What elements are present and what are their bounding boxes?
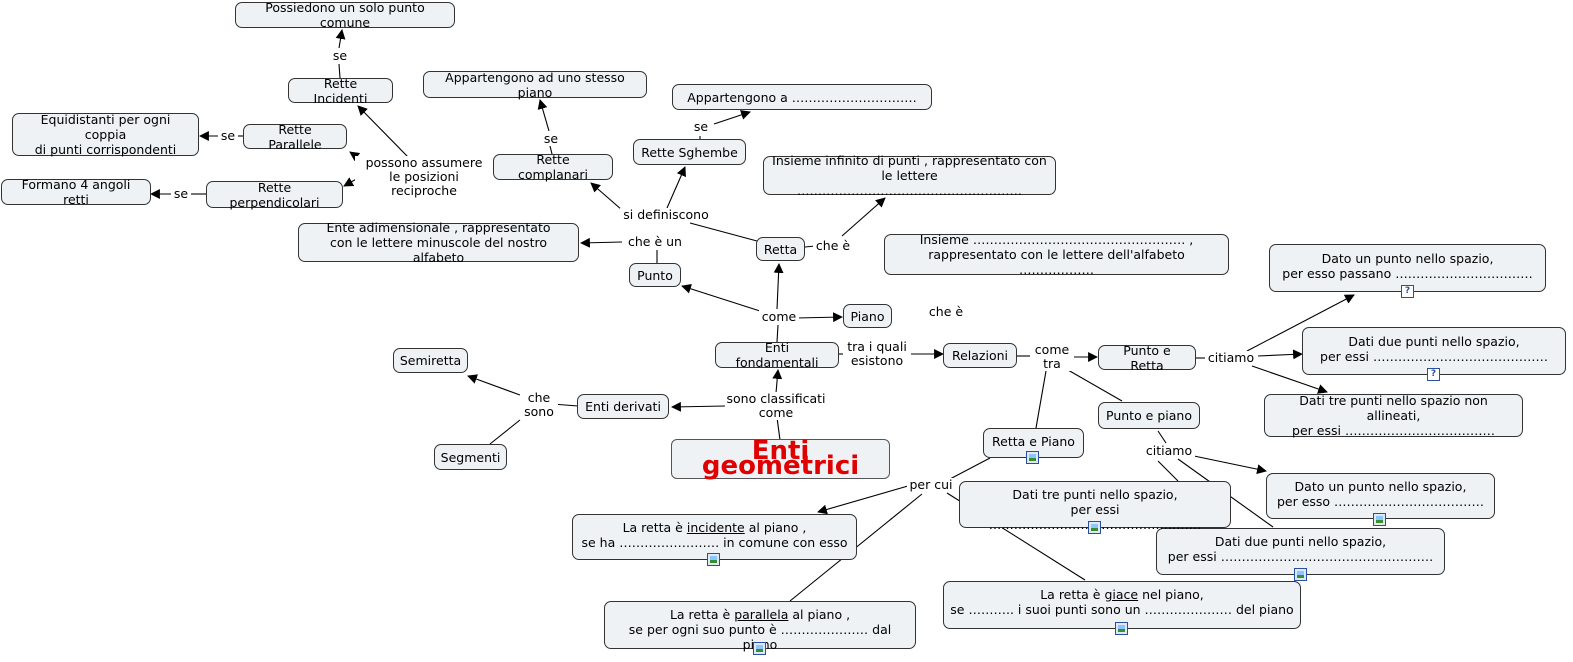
node-label: Punto e Retta	[1123, 342, 1171, 373]
node-segmenti[interactable]: Segmenti	[434, 444, 507, 470]
node-rette-parallele[interactable]: Rette Parallele	[243, 121, 347, 152]
link-label-che-sono: che sono	[520, 391, 558, 419]
image-resource-icon[interactable]	[1373, 513, 1386, 526]
link-label-se-complanari: se	[541, 132, 561, 146]
image-resource-icon[interactable]	[1115, 622, 1128, 635]
link-label-che-e-un: che è un	[623, 235, 687, 249]
node-sghembe-definition[interactable]: Appartengono a …………………………	[672, 84, 932, 110]
node-relazioni[interactable]: Relazioni	[943, 343, 1017, 368]
link-label-se-parallele: se	[218, 129, 238, 143]
node-retta-incidente[interactable]: La retta è incidente al piano , se ha ………	[572, 514, 857, 560]
node-label: Rette complanari	[518, 152, 588, 182]
node-rette-complanari[interactable]: Rette complanari	[493, 152, 613, 182]
node-retta-e-piano[interactable]: Retta e Piano	[983, 428, 1084, 458]
node-piano-definition[interactable]: Insieme …………………………………………… , rappresentat…	[884, 232, 1229, 277]
node-label: Punto e piano	[1106, 408, 1192, 423]
link-label-citiamo-retta: citiamo	[1205, 351, 1257, 365]
node-pr-dati-due-punti[interactable]: Dati due punti nello spazio, per essi ………	[1302, 327, 1566, 375]
node-punto-e-retta[interactable]: Punto e Retta	[1098, 342, 1196, 373]
link-label-come-tra: come tra	[1030, 343, 1074, 371]
node-label: Ente adimensionale , rappresentato con l…	[326, 220, 551, 265]
node-label: Rette Sghembe	[641, 144, 738, 160]
node-label: Dato un punto nello spazio, per esso pas…	[1282, 251, 1533, 281]
node-label: Dati tre punti nello spazio, per essi ………	[989, 487, 1202, 532]
node-piano[interactable]: Piano	[843, 304, 892, 328]
image-resource-icon[interactable]	[1294, 568, 1307, 581]
node-incidenti-definition[interactable]: Possiedono un solo punto comune	[235, 0, 455, 30]
node-label: La retta è parallela al piano , se per o…	[628, 607, 892, 652]
link-label-se-perpendicolari: se	[171, 187, 191, 201]
node-rette-sghembe[interactable]: Rette Sghembe	[633, 139, 746, 165]
node-label: Dati due punti nello spazio, per essi ………	[1167, 534, 1434, 564]
image-resource-icon[interactable]	[707, 553, 720, 566]
node-pp-dati-due-punti[interactable]: Dati due punti nello spazio, per essi ………	[1156, 528, 1445, 575]
link-label-si-definiscono: si definiscono	[620, 208, 712, 222]
image-resource-icon[interactable]	[753, 642, 766, 655]
node-label: Insieme …………………………………………… , rappresentat…	[919, 232, 1194, 277]
node-label: La retta è incidente al piano , se ha ………	[581, 520, 848, 550]
node-pp-dato-un-punto[interactable]: Dato un punto nello spazio, per esso …………	[1266, 473, 1495, 519]
link-label-che-e-retta: che è	[813, 239, 853, 253]
link-label-possono-assumere: possono assumere le posizioni reciproche	[355, 156, 493, 198]
node-label: Enti fondamentali	[735, 340, 819, 370]
node-pr-dato-un-punto[interactable]: Dato un punto nello spazio, per esso pas…	[1269, 244, 1546, 292]
node-label: Equidistanti per ogni coppia di punti co…	[34, 112, 177, 157]
node-label: Dati tre punti nello spazio non allineat…	[1292, 393, 1495, 438]
node-label: Rette Parallele	[268, 121, 322, 152]
node-label: Punto	[637, 267, 673, 283]
node-label: Appartengono a …………………………	[687, 89, 917, 105]
node-label: Piano	[850, 308, 885, 324]
node-perpendicolari-definition[interactable]: Formano 4 angoli retti	[1, 177, 151, 207]
node-label: Dato un punto nello spazio, per esso …………	[1276, 479, 1485, 509]
node-punto-definition[interactable]: Ente adimensionale , rappresentato con l…	[298, 220, 579, 265]
node-retta-definition[interactable]: Insieme infinito di punti , rappresentat…	[763, 153, 1056, 198]
node-label: Possiedono un solo punto comune	[265, 0, 425, 30]
link-label-se-incidenti: se	[330, 49, 350, 63]
link-label-per-cui: per cui	[907, 478, 955, 492]
node-complanari-definition[interactable]: Appartengono ad uno stesso piano	[423, 69, 647, 100]
node-parallele-definition[interactable]: Equidistanti per ogni coppia di punti co…	[12, 112, 199, 157]
link-label-se-sghembe: se	[691, 120, 711, 134]
node-label: Insieme infinito di punti , rappresentat…	[772, 153, 1047, 198]
link-label-che-e-piano: che è	[926, 305, 966, 319]
image-resource-icon[interactable]	[1026, 451, 1039, 464]
node-semiretta[interactable]: Semiretta	[393, 348, 468, 373]
node-label: Semiretta	[399, 353, 462, 368]
node-label: Retta e Piano	[992, 434, 1075, 449]
node-punto[interactable]: Punto	[629, 263, 681, 287]
node-rette-perpendicolari[interactable]: Rette perpendicolari	[206, 179, 343, 210]
node-retta-giace[interactable]: La retta è giace nel piano, se ……….. i s…	[943, 581, 1301, 629]
node-enti-fondamentali[interactable]: Enti fondamentali	[715, 340, 839, 370]
node-label: Rette perpendicolari	[229, 179, 320, 210]
link-label-come: come	[759, 310, 799, 324]
node-label: Relazioni	[951, 348, 1009, 363]
node-retta-parallela[interactable]: La retta è parallela al piano , se per o…	[604, 601, 916, 652]
node-label: Appartengono ad uno stesso piano	[445, 69, 625, 100]
node-pp-dati-tre-punti[interactable]: Dati tre punti nello spazio, per essi ………	[959, 481, 1231, 532]
page-title: Enti geometrici	[701, 436, 860, 481]
node-label: Formano 4 angoli retti	[21, 177, 131, 207]
link-label-citiamo-piano: citiamo	[1143, 444, 1195, 458]
node-enti-derivati[interactable]: Enti derivati	[577, 394, 669, 419]
node-label: Retta	[763, 241, 798, 257]
link-label-tra-i-quali-esistono: tra i quali esistono	[843, 340, 911, 368]
node-label: Rette Incidenti	[313, 75, 368, 106]
node-label: La retta è giace nel piano, se ……….. i s…	[950, 587, 1294, 617]
image-resource-icon[interactable]	[1088, 521, 1101, 534]
link-label-sono-classificati-come: sono classificati come	[725, 391, 827, 420]
node-label: Dati due punti nello spazio, per essi ………	[1320, 334, 1548, 364]
node-retta[interactable]: Retta	[756, 237, 805, 261]
title-node-enti-geometrici[interactable]: Enti geometrici	[671, 436, 890, 481]
document-resource-icon[interactable]: ?	[1427, 368, 1440, 381]
node-rette-incidenti[interactable]: Rette Incidenti	[288, 75, 393, 106]
node-label: Segmenti	[440, 449, 501, 465]
node-punto-e-piano[interactable]: Punto e piano	[1098, 402, 1200, 429]
node-pr-dati-tre-punti[interactable]: Dati tre punti nello spazio non allineat…	[1264, 393, 1523, 438]
document-resource-icon[interactable]: ?	[1401, 285, 1414, 298]
node-label: Enti derivati	[585, 399, 661, 414]
